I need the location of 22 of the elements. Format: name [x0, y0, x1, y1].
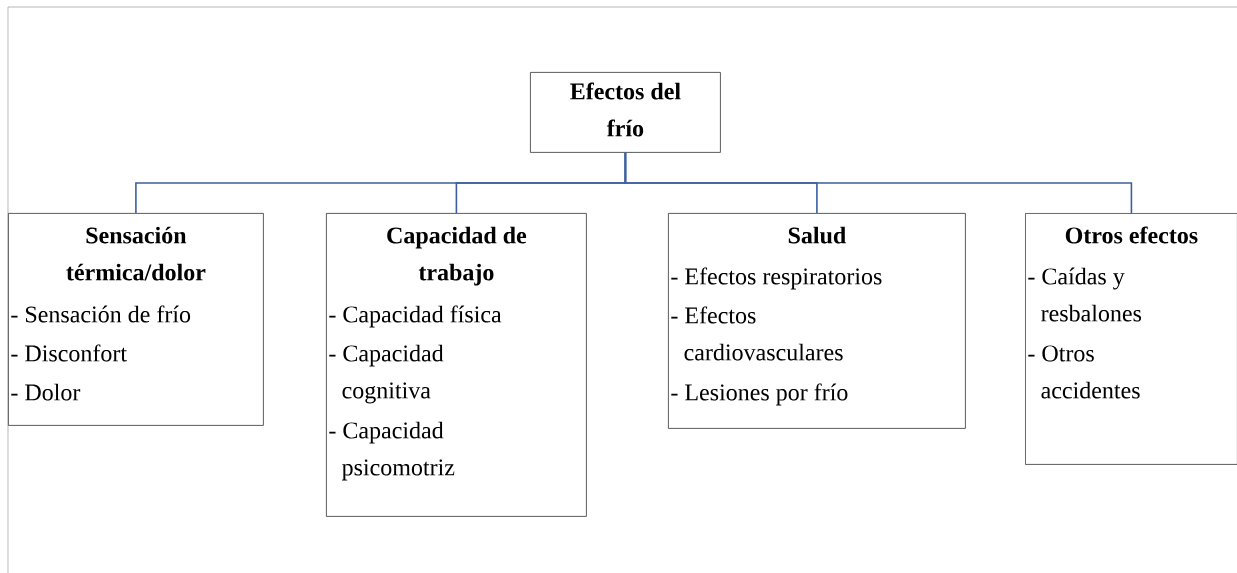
box-heading: Efectos del frío	[570, 82, 681, 137]
list-item: - Caídas y resbalones	[1028, 267, 1142, 322]
list-item: - Otros accidentes	[1028, 345, 1140, 399]
box-heading: Capacidad de trabajo	[387, 226, 527, 286]
category-box	[326, 213, 587, 517]
category-box	[668, 213, 966, 429]
list-item: - Efectos respiratorios	[671, 267, 882, 290]
box-heading: Otros efectos	[1065, 226, 1198, 244]
list-item: - Capacidad física	[329, 305, 502, 328]
connector-line	[624, 152, 1133, 214]
box-heading: Sensación térmica/dolor	[66, 226, 206, 281]
category-box	[8, 213, 264, 426]
category-box	[1025, 213, 1237, 465]
list-item: - Dolor	[11, 383, 81, 401]
list-item: - Sensación de frío	[11, 305, 191, 323]
list-item: - Efectos cardiovasculares	[671, 306, 843, 361]
list-item: - Capacidad cognitiva	[329, 344, 444, 404]
box-heading: Salud	[788, 226, 846, 244]
list-item: - Lesiones por frío	[671, 383, 848, 406]
list-item: - Disconfort	[11, 344, 127, 362]
list-item: - Capacidad psicomotriz	[329, 421, 455, 481]
category-box	[530, 72, 721, 153]
